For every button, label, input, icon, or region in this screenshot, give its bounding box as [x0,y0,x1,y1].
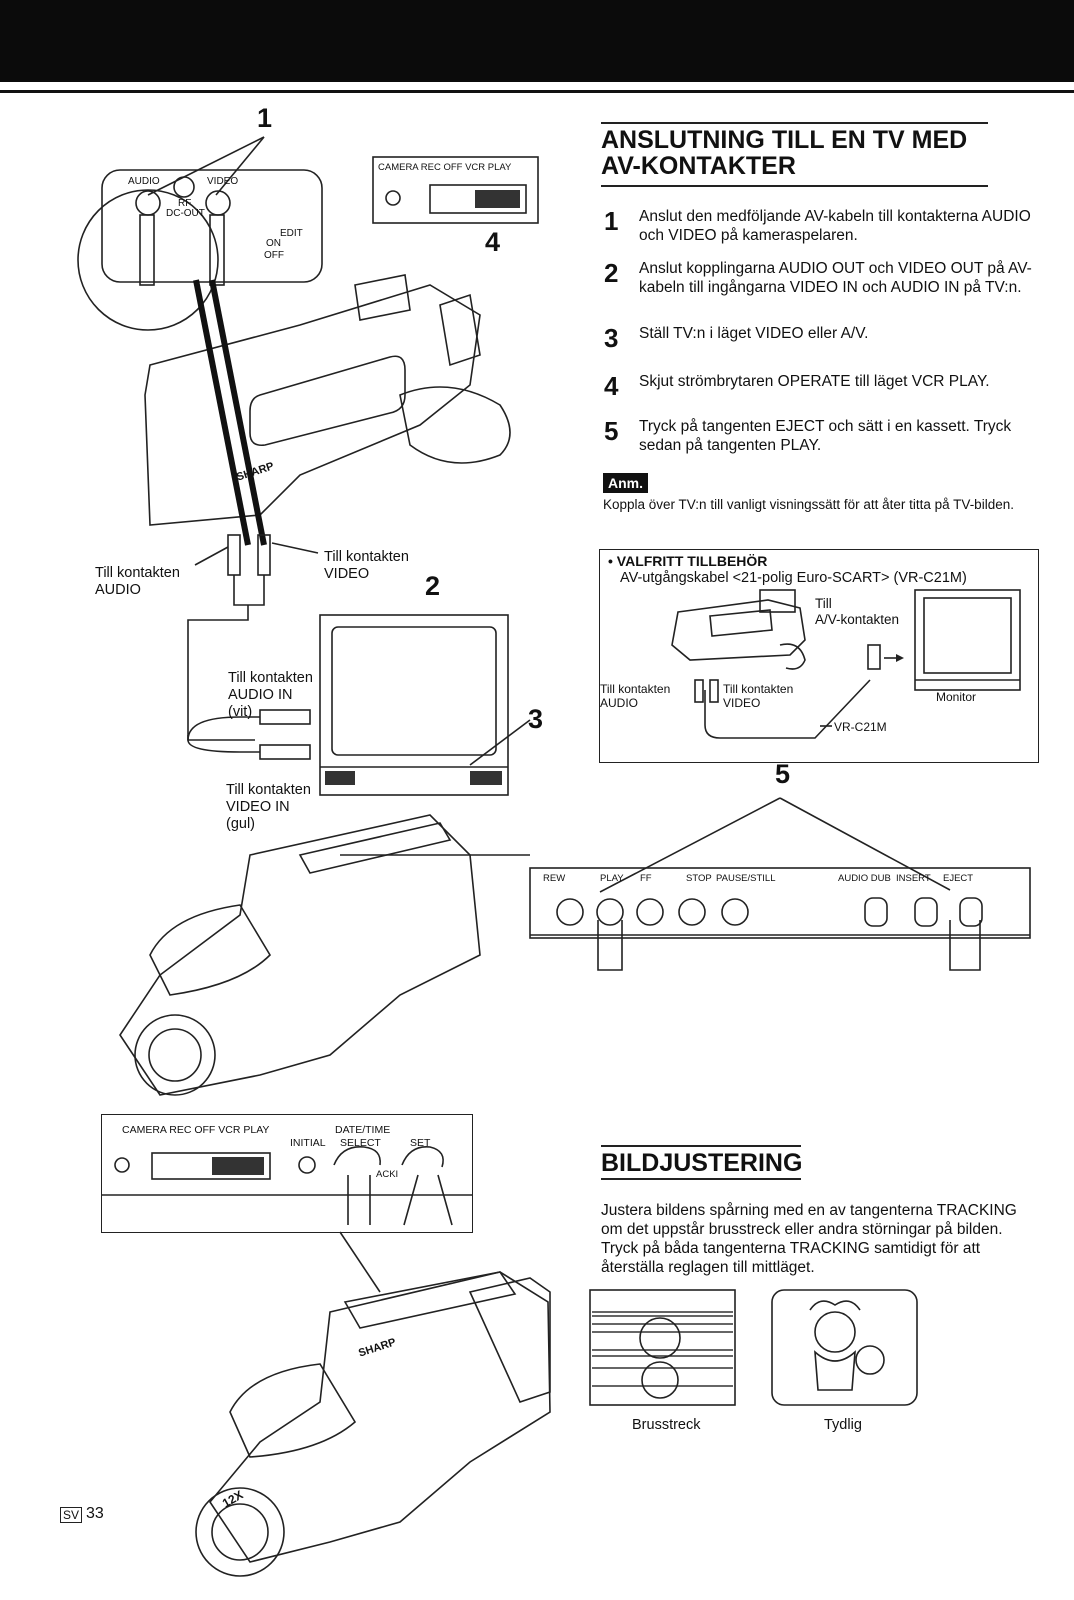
jack-dcout-label: DC-OUT [166,208,205,219]
header-band [0,0,1074,82]
label-cable-model: VR-C21M [834,720,887,734]
acc-label-video: Till kontakten VIDEO [723,682,793,710]
label-till: Till [815,596,832,611]
step-text: Tryck på tangenten EJECT och sätt i en k… [639,418,1012,454]
label-video-in: Till kontakten VIDEO IN (gul) [226,782,311,833]
tracking-label: ACKI [376,1169,399,1180]
initial-label: INITIAL [290,1137,326,1149]
play-label: PLAY [600,873,624,884]
label-audio-in-line3: (vit) [228,704,253,720]
datetime-label: DATE/TIME [335,1124,391,1136]
tracking-panel-box: CAMERA REC OFF VCR PLAY DATE/TIME INITIA… [101,1114,473,1233]
picture-examples [589,1289,918,1406]
camcorder-bottom-diagram [195,1231,551,1577]
language-badge: SV [60,1507,83,1523]
insert-label: INSERT [896,873,931,884]
jack-audio-label: AUDIO [128,176,160,187]
step-number: 4 [604,371,619,401]
edit-label: EDIT [280,228,303,239]
acc-label-video-line2: VIDEO [723,696,761,710]
bild-rule-top [601,1145,801,1147]
title-rule-top [601,122,988,124]
accessory-box: • VALFRITT TILLBEHÖR AV-utgångskabel <21… [599,549,1039,763]
jack-video-label: VIDEO [207,176,239,187]
section-title-line1: ANSLUTNING TILL EN TV MED [601,126,968,154]
step-text: Skjut strömbrytaren OPERATE till läget V… [639,373,990,390]
note-badge: Anm. [603,473,648,493]
label-to-audio: Till kontakten AUDIO [95,565,180,599]
acc-label-audio-line1: Till kontakten [600,682,671,696]
step-number: 5 [604,416,619,446]
step-text: Ställ TV:n i läget VIDEO eller A/V. [639,325,869,342]
label-to-video-line1: Till kontakten [324,549,409,565]
step-number: 2 [604,258,619,288]
tracking-panel-art [102,1146,472,1226]
acc-label-audio-line2: AUDIO [600,696,639,710]
jack-rf-label: RF [178,198,192,209]
step-text: Anslut kopplingarna AUDIO OUT och VIDEO … [639,260,1032,296]
bild-body: Justera bildens spårning med en av tange… [601,1202,1017,1276]
tracking-switch-label: CAMERA REC OFF VCR PLAY [122,1124,270,1136]
label-to-video-line2: VIDEO [324,566,370,582]
camcorder-connection-diagram [77,136,539,1096]
label-monitor: Monitor [936,690,977,704]
audio-dub-label: AUDIO DUB [838,873,891,884]
label-to-audio-line1: Till kontakten [95,565,180,581]
label-audio-in: Till kontakten AUDIO IN (vit) [228,670,313,721]
set-label: SET [410,1137,431,1149]
header-rule [0,90,1074,93]
off-label: OFF [264,250,284,261]
bild-title: BILDJUSTERING [601,1149,803,1177]
callout-1: 1 [257,103,273,133]
title-rule-bottom [601,185,988,187]
accessory-subtitle: AV-utgångskabel <21-polig Euro-SCART> (V… [620,570,967,586]
on-label: ON [266,238,281,249]
callout-2: 2 [425,571,441,601]
callout-5: 5 [775,759,791,789]
label-audio-in-line1: Till kontakten [228,670,313,686]
page-number: 33 [86,1505,104,1522]
acc-label-video-line1: Till kontakten [723,682,794,696]
caption-noise: Brusstreck [632,1417,701,1433]
scart-diagram [671,589,1021,739]
callout-4: 4 [485,227,501,257]
button-panel-diagram [529,797,1031,971]
label-video-in-line3: (gul) [226,816,256,832]
eject-label: EJECT [943,873,974,884]
label-to-audio-line2: AUDIO [95,582,141,598]
select-label: SELECT [340,1137,381,1149]
step-number: 1 [604,206,619,236]
label-av-kontakten: A/V-kontakten [815,612,900,627]
stop-label: STOP [686,873,712,884]
rew-label: REW [543,873,566,884]
accessory-title: • VALFRITT TILLBEHÖR [608,553,768,569]
caption-clear: Tydlig [824,1417,862,1433]
callout-3: 3 [528,704,544,734]
ff-label: FF [640,873,652,884]
step-text: Anslut den medföljande AV-kabeln till ko… [639,208,1031,244]
label-video-in-line1: Till kontakten [226,782,311,798]
step-number: 3 [604,323,619,353]
switch-label-top: CAMERA REC OFF VCR PLAY [378,162,512,173]
note-text: Koppla över TV:n till vanligt visningssä… [603,497,1014,512]
section-title-line2: AV-KONTAKTER [601,152,796,180]
label-audio-in-line2: AUDIO IN [228,687,293,703]
pause-label: PAUSE/STILL [716,873,776,884]
label-video-in-line2: VIDEO IN [226,799,290,815]
label-to-video: Till kontakten VIDEO [324,549,409,583]
bild-rule-bottom [601,1178,801,1180]
acc-label-audio: Till kontakten AUDIO [600,682,670,710]
